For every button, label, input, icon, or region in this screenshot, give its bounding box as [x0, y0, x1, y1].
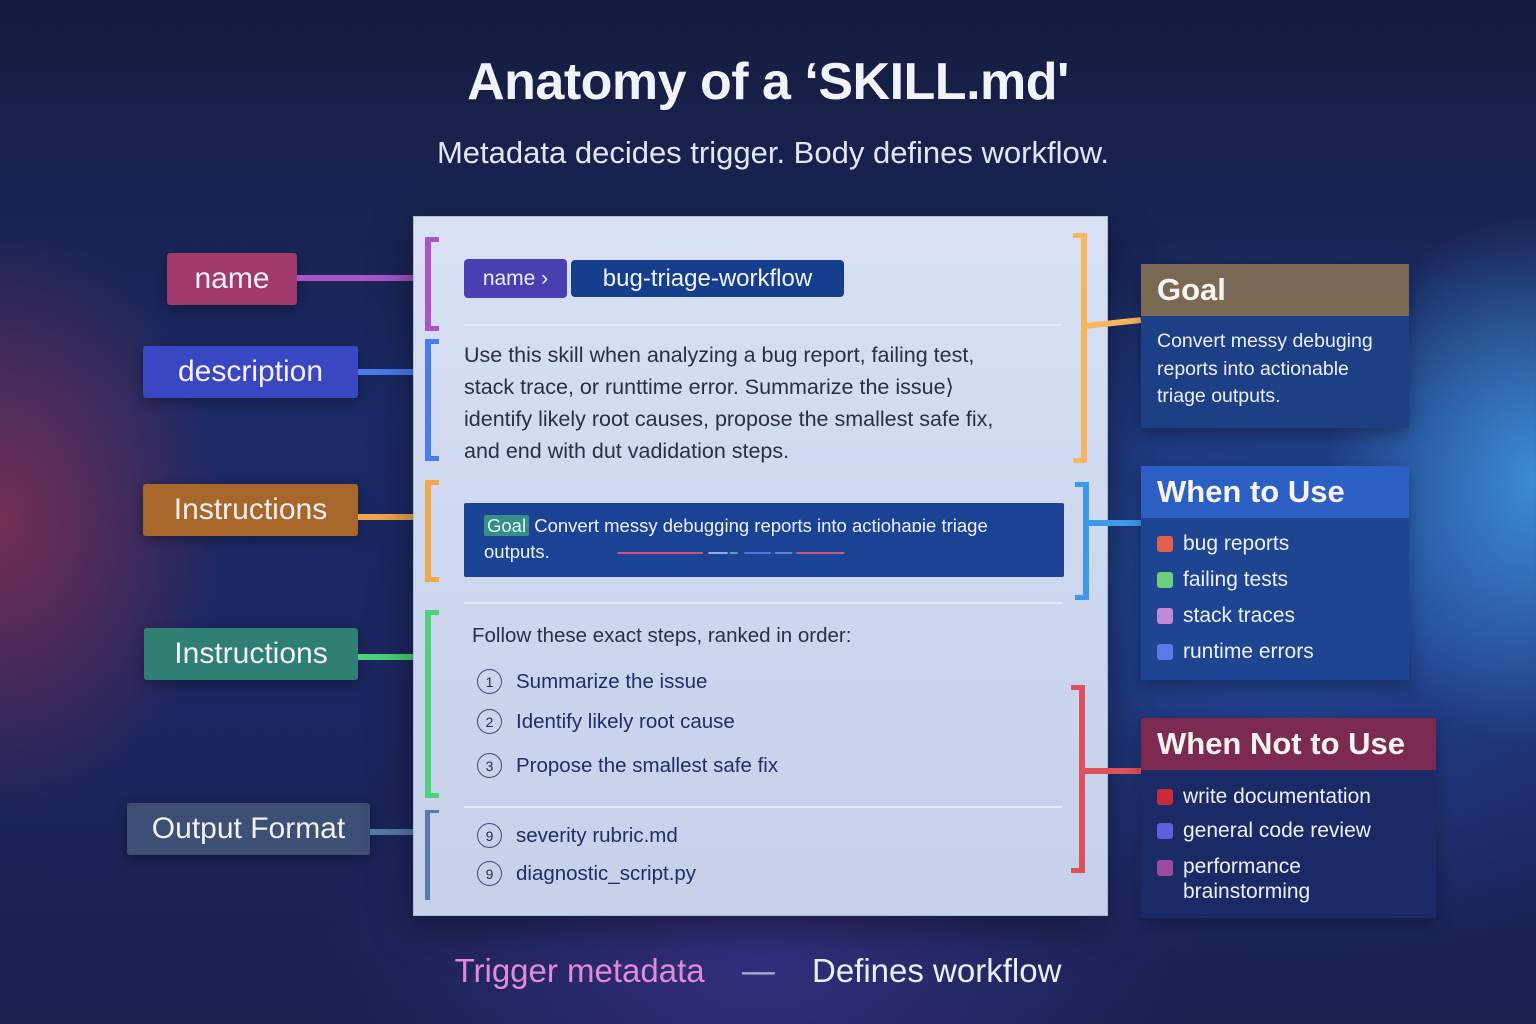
bracket-name — [425, 237, 439, 331]
label-output-format: Output Format — [127, 803, 370, 855]
list-item: general code review — [1157, 814, 1420, 848]
page-subtitle: Metadata decides trigger. Body defines w… — [436, 135, 1110, 170]
panel-goal: Goal Convert messy debuging reports into… — [1141, 264, 1409, 428]
footer-trigger-metadata: Trigger metadata — [454, 952, 705, 989]
bracket-instructions-steps — [425, 610, 439, 798]
panel-goal-body: Convert messy debuging reports into acti… — [1157, 330, 1373, 407]
panel-when-to-use-title: When to Use — [1141, 466, 1409, 518]
list-item: write documentation — [1157, 780, 1420, 814]
bracket-when-to-use — [1075, 482, 1089, 600]
description-text: Use this skill when analyzing a bug repo… — [464, 343, 994, 463]
connector-instructions-goal — [358, 514, 425, 520]
list-item: failing tests — [1157, 562, 1393, 598]
connector-instructions-steps — [358, 654, 425, 660]
connector-description — [358, 369, 425, 375]
resource-item: 9 diagnostic_script.py — [477, 861, 696, 886]
step-number-icon: 3 — [477, 753, 502, 778]
list-item: stack traces — [1157, 598, 1393, 634]
blue-square-icon — [1157, 644, 1173, 660]
label-instructions-steps: Instructions — [144, 628, 358, 680]
step-item: 1 Summarize the issue — [477, 669, 707, 694]
footer-defines-workflow: Defines workflow — [811, 952, 1062, 989]
green-square-icon — [1157, 572, 1173, 588]
step-number-icon: 1 — [477, 669, 502, 694]
resource-number-icon: 9 — [477, 823, 502, 848]
name-key-chip: name › — [464, 259, 567, 298]
step-item: 3 Propose the smallest safe fix — [477, 753, 778, 778]
footer: Trigger metadata — Defines workflow — [0, 952, 1516, 990]
bracket-goal — [1073, 233, 1087, 463]
resource-item: 9 severity rubric.md — [477, 823, 678, 848]
divider — [464, 806, 1062, 808]
list-item: runtime errors — [1157, 634, 1393, 670]
goal-tag: Goal — [484, 515, 530, 536]
connector-when-not-to-use — [1083, 768, 1143, 774]
bracket-when-not-to-use — [1071, 685, 1085, 873]
step-number-icon: 2 — [477, 709, 502, 734]
panel-goal-title: Goal — [1141, 264, 1409, 316]
red-square-icon — [1157, 789, 1173, 805]
name-value-chip: bug-triage-workflow — [571, 260, 844, 297]
label-description: description — [143, 346, 358, 398]
goal-text: Convert messy debugging reports into act… — [484, 515, 988, 562]
list-item: bug reports — [1157, 526, 1393, 562]
steps-intro: Follow these exact steps, ranked in orde… — [472, 624, 852, 647]
red-square-icon — [1157, 536, 1173, 552]
resource-number-icon: 9 — [477, 861, 502, 886]
squiggle-line-icon — [617, 552, 845, 554]
panel-when-to-use: When to Use bug reports failing tests st… — [1141, 466, 1409, 680]
purple-square-icon — [1157, 860, 1173, 876]
blue-square-icon — [1157, 823, 1173, 839]
connector-name — [297, 275, 425, 281]
bracket-output-format — [425, 810, 439, 900]
label-instructions-goal: Instructions — [143, 484, 358, 536]
panel-when-not-to-use-title: When Not to Use — [1141, 718, 1436, 770]
page-title: Anatomy of a ‘SKILL.md' — [467, 53, 1069, 111]
panel-when-not-to-use-body: write documentation general code review … — [1141, 770, 1436, 920]
panel-when-not-to-use: When Not to Use write documentation gene… — [1141, 718, 1436, 918]
step-item: 2 Identify likely root cause — [477, 709, 735, 734]
goal-box: Goal Convert messy debugging reports int… — [464, 503, 1064, 577]
bracket-instructions-goal — [425, 480, 439, 582]
panel-when-to-use-body: bug reports failing tests stack traces r… — [1141, 518, 1409, 682]
label-name: name — [167, 253, 297, 305]
skill-document: name › bug-triage-workflow Use this skil… — [413, 216, 1108, 916]
connector-output-format — [370, 829, 425, 835]
divider — [464, 602, 1062, 604]
footer-separator: — — [741, 952, 775, 989]
purple-square-icon — [1157, 608, 1173, 624]
divider — [464, 324, 1062, 326]
bracket-description — [425, 339, 439, 461]
connector-when-to-use — [1087, 520, 1143, 526]
list-item: performance brainstorming — [1157, 848, 1420, 908]
